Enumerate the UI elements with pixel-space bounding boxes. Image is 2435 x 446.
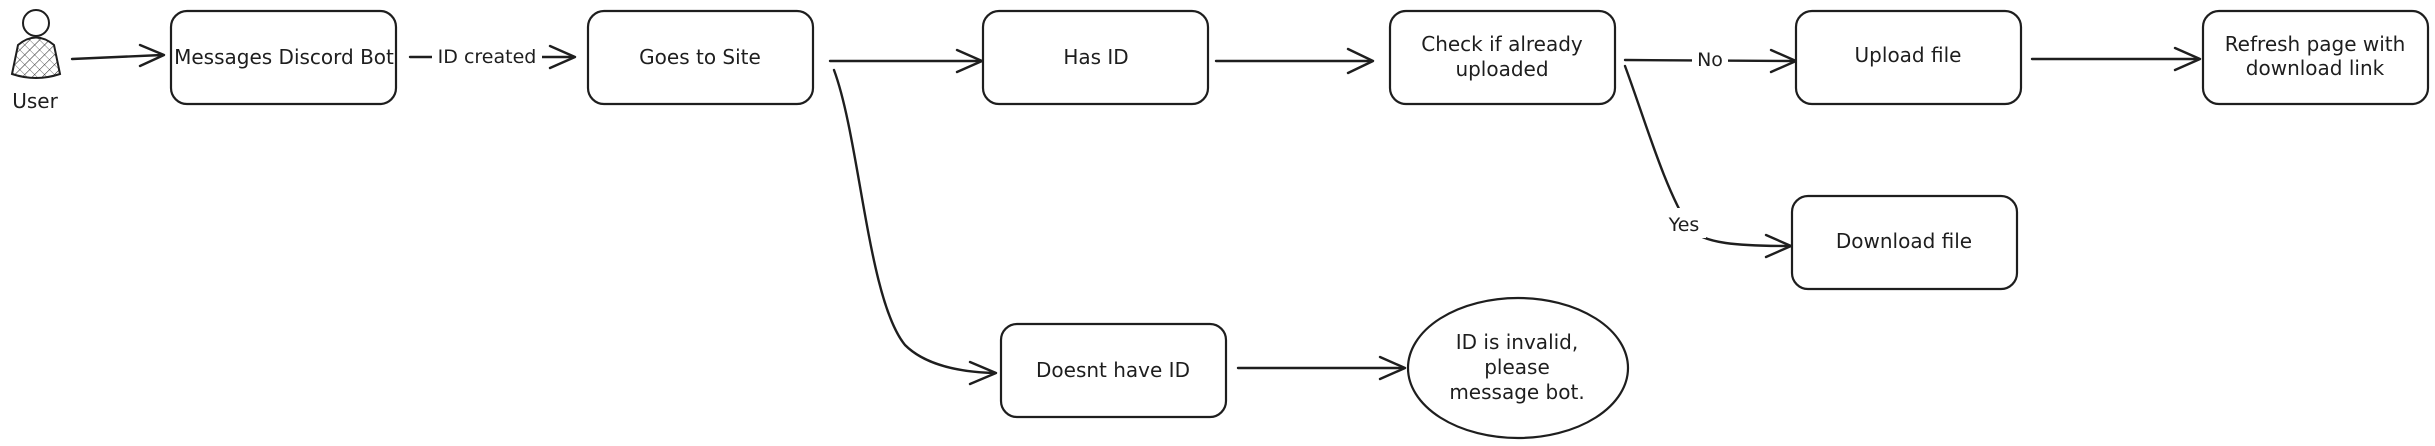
node-upload-file: Upload file bbox=[1794, 9, 2023, 106]
node-label-line-2: download link bbox=[2246, 56, 2385, 80]
node-label-line-1: Check if already bbox=[1421, 32, 1583, 56]
edge-label-id-created: ID created bbox=[438, 46, 537, 68]
edge-check-to-upload: No bbox=[1623, 46, 1798, 74]
node-download-file: Download file bbox=[1790, 194, 2019, 291]
edge-goes-to-site-to-has-id bbox=[828, 48, 984, 74]
node-refresh-page: Refresh page with download link bbox=[2201, 9, 2430, 106]
edge-doesnt-have-id-to-invalid bbox=[1236, 355, 1407, 381]
node-doesnt-have-id: Doesnt have ID bbox=[999, 322, 1228, 419]
edge-upload-to-refresh bbox=[2030, 46, 2202, 72]
edge-goes-to-site-to-doesnt-have-id bbox=[832, 68, 998, 386]
node-label: Download file bbox=[1836, 229, 1972, 253]
edge-label-no: No bbox=[1697, 49, 1723, 71]
node-check-if-already-uploaded: Check if already uploaded bbox=[1388, 9, 1617, 106]
node-label-line-2: uploaded bbox=[1455, 57, 1548, 81]
node-label: Has ID bbox=[1063, 45, 1128, 69]
node-has-id: Has ID bbox=[981, 9, 1210, 106]
edge-has-id-to-check bbox=[1214, 47, 1375, 75]
actor-label: User bbox=[12, 89, 58, 113]
node-label: Doesnt have ID bbox=[1036, 358, 1190, 382]
node-label-line-2: please bbox=[1484, 355, 1550, 379]
user-actor: User bbox=[10, 9, 62, 113]
node-goes-to-site: Goes to Site bbox=[586, 9, 815, 106]
node-label: Messages Discord Bot bbox=[174, 45, 394, 69]
node-id-is-invalid: ID is invalid, please message bot. bbox=[1406, 296, 1630, 440]
node-label-line-1: ID is invalid, bbox=[1456, 330, 1578, 354]
node-label-line-3: message bot. bbox=[1449, 380, 1584, 404]
actor-body-icon bbox=[10, 36, 62, 79]
node-label: Upload file bbox=[1855, 43, 1962, 67]
edge-check-to-download: Yes bbox=[1623, 64, 1793, 259]
edge-label-bg bbox=[1662, 208, 1706, 238]
edge-messages-to-goes-to-site: ID created bbox=[408, 42, 577, 70]
edge-label-yes: Yes bbox=[1668, 214, 1700, 236]
node-label: Goes to Site bbox=[639, 45, 761, 69]
actor-head-icon bbox=[22, 9, 50, 37]
edge-label-bg bbox=[432, 42, 542, 70]
node-messages-discord-bot: Messages Discord Bot bbox=[169, 9, 398, 106]
edge-user-to-messages bbox=[70, 43, 166, 68]
edge-label-bg bbox=[1692, 46, 1728, 74]
node-label-line-1: Refresh page with bbox=[2225, 32, 2406, 56]
